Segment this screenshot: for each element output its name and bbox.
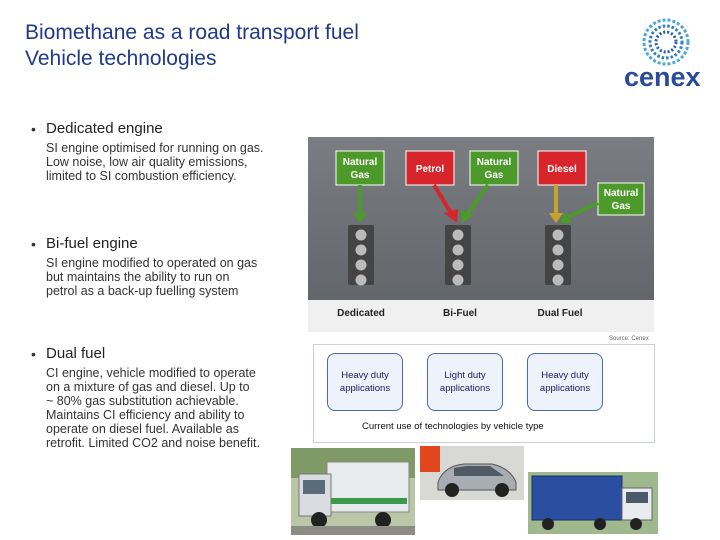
fuel-box-petrol: Petrol xyxy=(405,150,455,186)
arrow-petrol-bifuel xyxy=(432,183,458,223)
engine-column-bifuel xyxy=(445,225,471,286)
logo-text: cenex xyxy=(624,62,701,92)
description-line: on a mixture of gas and diesel. Up to xyxy=(46,380,250,394)
bullet-description-dedicated: SI engine optimised for running on gas. … xyxy=(46,141,264,183)
description-line: limited to SI combustion efficiency. xyxy=(46,169,237,183)
arrow-ng-dualfuel xyxy=(560,201,599,223)
description-line: CI engine, vehicle modified to operate xyxy=(46,366,256,380)
title-line-2: Vehicle technologies xyxy=(25,47,217,70)
app-box-heavy-duty-2: Heavy duty applications xyxy=(527,353,603,411)
svg-text:Natural: Natural xyxy=(604,188,639,199)
svg-text:Natural: Natural xyxy=(477,157,512,168)
arrow-diesel-dualfuel xyxy=(549,185,563,223)
bullet-description-bifuel: SI engine modified to operated on gas bu… xyxy=(46,256,257,298)
diagram-source: Source: Cenex xyxy=(609,336,649,342)
svg-text:Petrol: Petrol xyxy=(416,164,445,175)
description-line: retrofit. Limited CO2 and noise benefit. xyxy=(46,436,261,450)
description-line: SI engine modified to operated on gas xyxy=(46,256,258,270)
slide-title: Biomethane as a road transport fuel Vehi… xyxy=(25,20,359,72)
arrow-ng-bifuel xyxy=(460,183,490,223)
applications-caption: Current use of technologies by vehicle t… xyxy=(362,421,544,432)
fuel-box-natural-gas-3: Natural Gas xyxy=(597,182,645,216)
fuel-box-natural-gas-1: Natural Gas xyxy=(335,150,385,186)
description-line: Maintains CI efficiency and ability to xyxy=(46,408,245,422)
bullet-marker: • xyxy=(31,121,36,137)
engine-column-dualfuel xyxy=(545,225,571,286)
description-line: ~ 80% gas substitution achievable. xyxy=(46,394,239,408)
column-label-dedicated: Dedicated xyxy=(337,308,385,319)
svg-text:Gas: Gas xyxy=(485,170,504,181)
fuel-box-diesel: Diesel xyxy=(537,150,587,186)
bullet-heading-dedicated: Dedicated engine xyxy=(46,120,163,137)
bullet-heading-dualfuel: Dual fuel xyxy=(46,345,106,362)
column-label-bifuel: Bi-Fuel xyxy=(443,308,477,319)
fuel-box-natural-gas-2: Natural Gas xyxy=(469,150,519,186)
svg-text:Diesel: Diesel xyxy=(547,164,577,175)
curtain-truck-photo xyxy=(528,472,658,534)
bullet-marker: • xyxy=(31,346,36,362)
description-line: but maintains the ability to run on xyxy=(46,270,230,284)
app-box-light-duty: Light duty applications xyxy=(427,353,503,411)
description-line: Low noise, low air quality emissions, xyxy=(46,155,248,169)
arrow-ng-dedicated xyxy=(353,185,367,223)
title-line-1: Biomethane as a road transport fuel xyxy=(25,21,359,44)
car-photo xyxy=(420,446,524,500)
diagram-label-band xyxy=(308,300,654,332)
engine-column-dedicated xyxy=(348,225,374,286)
column-label-dualfuel: Dual Fuel xyxy=(537,308,582,319)
description-line: operate on diesel fuel. Available as xyxy=(46,422,239,436)
bullet-heading-bifuel: Bi-fuel engine xyxy=(46,235,138,252)
description-line: SI engine optimised for running on gas. xyxy=(46,141,264,155)
description-line: petrol as a back-up fuelling system xyxy=(46,284,239,298)
app-box-heavy-duty-1: Heavy duty applications xyxy=(327,353,403,411)
svg-text:Natural: Natural xyxy=(343,157,378,168)
applications-frame xyxy=(313,344,655,443)
svg-text:Gas: Gas xyxy=(351,170,370,181)
bullet-description-dualfuel: CI engine, vehicle modified to operate o… xyxy=(46,366,260,450)
bullet-marker: • xyxy=(31,236,36,252)
svg-text:Gas: Gas xyxy=(612,201,631,212)
fuel-technology-diagram: Natural Gas Petrol Natural Gas Diesel Na… xyxy=(308,137,654,332)
refuse-truck-photo xyxy=(291,448,415,535)
cenex-logo-icon xyxy=(642,18,690,66)
